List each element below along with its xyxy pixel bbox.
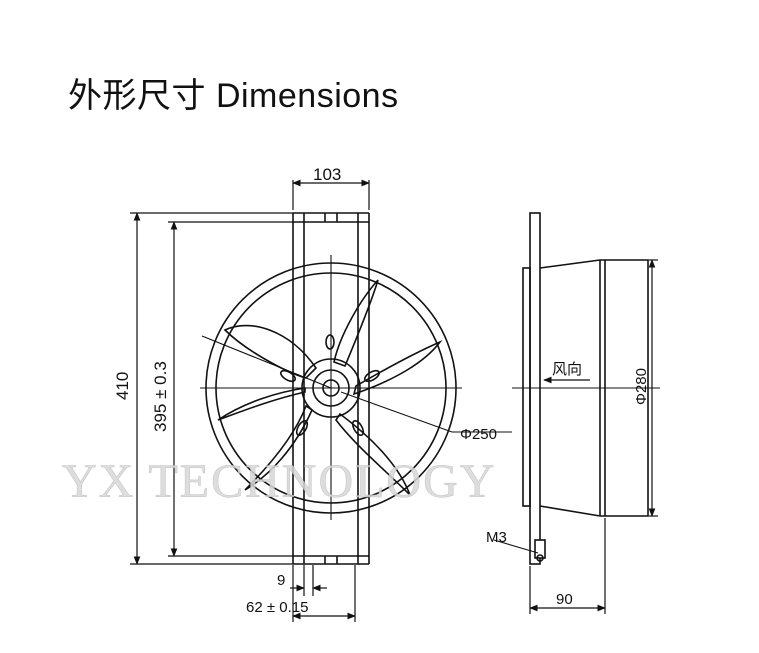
overall-height-label: 410 — [113, 372, 132, 400]
side-view — [493, 212, 660, 565]
inner-diameter-label: Φ250 — [460, 426, 497, 443]
watermark: YX TECHNOLOGY — [62, 455, 496, 508]
bottom-offset-label: 62 ± 0.15 — [246, 599, 308, 616]
page-title: 外形尺寸 Dimensions — [68, 77, 399, 115]
outer-diameter-label: Φ280 — [633, 368, 650, 405]
mount-height-label: 395 ± 0.3 — [151, 361, 170, 432]
screw-label: M3 — [486, 529, 507, 546]
slot-width-label: 9 — [277, 572, 285, 589]
front-dimension-lines — [130, 179, 370, 622]
width-top-label: 103 — [313, 165, 341, 184]
side-dimension-lines — [529, 259, 658, 614]
front-view — [200, 212, 512, 565]
airflow-label: 风向 — [552, 361, 582, 378]
depth-label: 90 — [556, 591, 573, 608]
